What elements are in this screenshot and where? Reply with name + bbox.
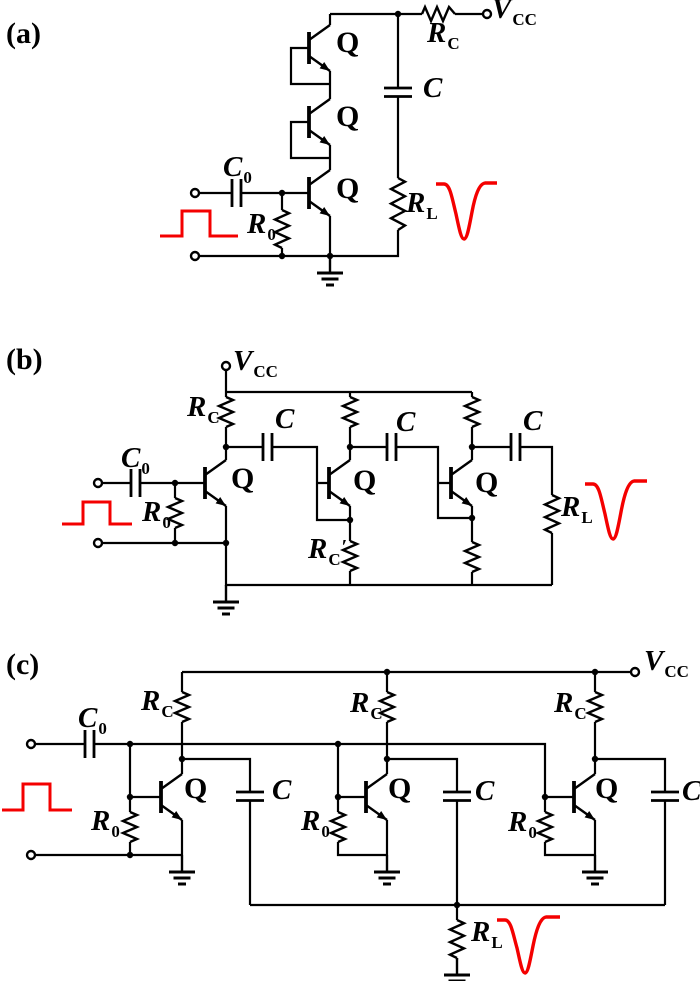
junction-dot xyxy=(346,443,354,451)
junction-dot xyxy=(178,755,186,763)
resistor-r0-a xyxy=(273,208,291,250)
vcc-terminal-b xyxy=(220,360,232,372)
junction-dot xyxy=(383,755,391,763)
capacitor-c0-b xyxy=(129,467,142,499)
junction-dot xyxy=(453,901,461,909)
transistor-q2-b xyxy=(327,458,352,508)
resistor-rc-c2 xyxy=(378,690,396,724)
resistor-r0-c2 xyxy=(329,810,347,844)
resistor-rl-c xyxy=(448,918,466,960)
vcc-terminal-a xyxy=(481,8,493,20)
junction-dot xyxy=(126,793,134,801)
resistor-emitter-b3 xyxy=(463,540,481,574)
ground-symbol-a xyxy=(315,254,345,287)
input-terminal-bottom-b xyxy=(92,537,104,549)
panel-c-circuit xyxy=(2,666,681,981)
junction-dot xyxy=(394,10,402,18)
resistor-rl-b xyxy=(543,493,561,535)
junction-dot xyxy=(278,252,286,260)
capacitor-c-a xyxy=(382,86,414,98)
resistor-rc-b3 xyxy=(463,395,481,429)
junction-dot xyxy=(126,740,134,748)
transistor-q1-a xyxy=(307,23,332,73)
panel-a-circuit xyxy=(160,5,497,287)
junction-dot xyxy=(126,851,134,859)
transistor-q3-b xyxy=(449,458,474,508)
input-terminal-bottom-a xyxy=(189,250,201,262)
resistor-rc-a xyxy=(420,5,457,23)
junction-dot xyxy=(383,668,391,676)
input-pulse-waveform-a xyxy=(160,209,238,238)
transistor-q3-c xyxy=(572,772,597,822)
ground-symbol-c1 xyxy=(167,853,197,886)
junction-dot xyxy=(541,793,549,801)
panel-b-circuit xyxy=(62,360,647,616)
input-terminal-top-a xyxy=(189,187,201,199)
input-pulse-waveform-c xyxy=(2,782,72,812)
capacitor-c1-c xyxy=(234,790,266,802)
output-pulse-waveform-c xyxy=(497,915,560,975)
resistor-rc-b1 xyxy=(217,395,235,429)
junction-dot xyxy=(326,252,334,260)
capacitor-c3-c xyxy=(649,790,681,802)
resistor-rc-c1 xyxy=(173,690,191,724)
output-pulse-waveform-a xyxy=(436,181,497,241)
junction-dot xyxy=(468,514,476,522)
panel-b-wiring xyxy=(102,370,554,587)
resistor-r0-c1 xyxy=(121,810,139,844)
panel-c-wiring xyxy=(35,670,667,960)
transistor-q2-a xyxy=(307,97,332,147)
input-terminal-top-b xyxy=(92,477,104,489)
resistor-r0-b xyxy=(166,496,184,530)
junction-dot xyxy=(591,755,599,763)
transistor-q2-c xyxy=(364,772,389,822)
resistor-rc-c3 xyxy=(586,690,604,724)
input-terminal-bottom-c xyxy=(25,849,37,861)
input-pulse-waveform-b xyxy=(62,500,132,526)
junction-dot xyxy=(591,668,599,676)
ground-symbol-b xyxy=(211,583,241,616)
junction-dot xyxy=(334,740,342,748)
capacitor-c2-c xyxy=(441,790,473,802)
ground-symbol-c2 xyxy=(372,853,402,886)
junction-dot xyxy=(222,539,230,547)
resistor-rc-prime-b xyxy=(341,539,359,573)
capacitor-c3-b xyxy=(509,431,522,463)
resistor-r0-c3 xyxy=(536,810,554,844)
panel-a-wiring xyxy=(199,12,483,258)
junction-dot xyxy=(222,443,230,451)
capacitor-c2-b xyxy=(385,431,398,463)
ground-symbol-rl-c xyxy=(442,956,472,981)
junction-dot xyxy=(171,539,179,547)
capacitor-c0-c xyxy=(83,728,96,760)
vcc-terminal-c xyxy=(629,666,641,678)
transistor-q1-c xyxy=(159,772,184,822)
resistor-rl-a xyxy=(389,176,407,232)
capacitor-c1-b xyxy=(261,431,274,463)
junction-dot xyxy=(334,793,342,801)
junction-dot xyxy=(468,443,476,451)
transistor-q1-b xyxy=(203,458,228,508)
input-terminal-top-c xyxy=(25,738,37,750)
ground-symbol-c3 xyxy=(580,853,610,886)
junction-dot xyxy=(346,516,354,524)
transistor-q3-a xyxy=(307,168,332,218)
junction-dot xyxy=(278,189,286,197)
output-pulse-waveform-b xyxy=(585,479,647,541)
resistor-rc-b2 xyxy=(341,395,359,429)
capacitor-c0-a xyxy=(230,177,243,209)
junction-dot xyxy=(171,479,179,487)
